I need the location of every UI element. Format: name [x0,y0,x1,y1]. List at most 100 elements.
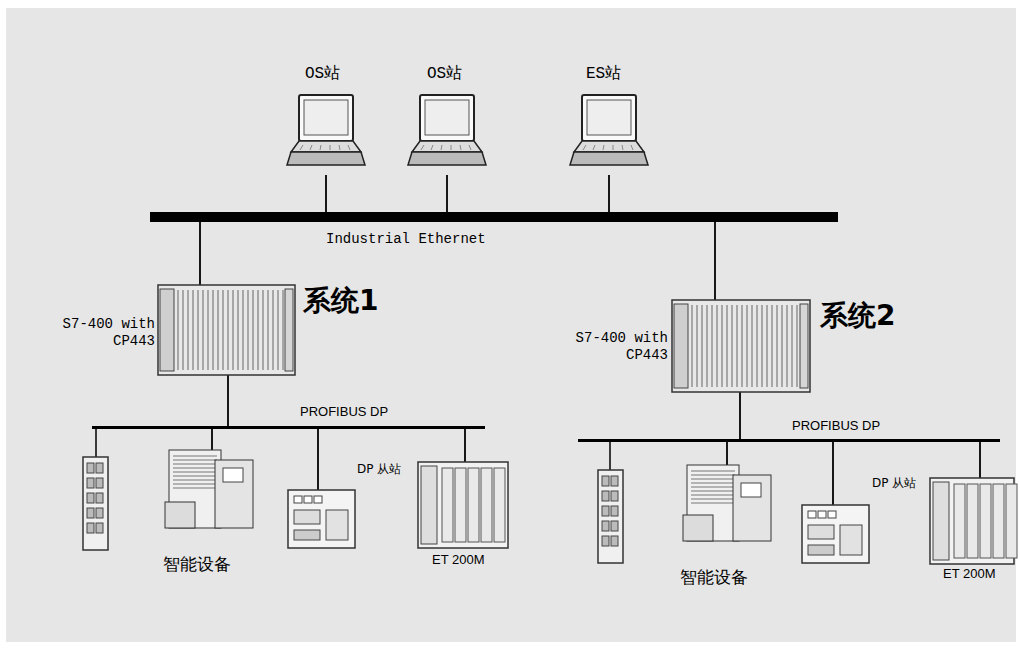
et200m-module [954,484,965,558]
drive-fins [173,480,217,481]
device-label: ET 200M [432,552,485,567]
rack-slot [203,290,204,370]
et200m-module [442,468,453,542]
network-link [714,222,716,300]
laptop-keyboard [291,141,361,152]
network-bus: PROFIBUS DP [578,439,1000,442]
rack-slot [178,290,179,370]
laptop-screen [299,95,353,141]
power-module [160,289,174,371]
device-illustration [158,285,295,375]
laptop-keys [300,145,303,150]
rack-housing [158,285,295,375]
device-label: DP 从站 [357,461,401,478]
drive-fins [173,460,217,461]
network-link [227,375,229,426]
rack-slot [787,305,788,387]
laptop-base [570,152,648,165]
laptop-display [304,100,348,135]
system-label: 系统1 [303,282,378,320]
laptop-keys [622,145,623,150]
et200m-head [421,466,437,544]
io-terminal [611,491,618,501]
device-label: DP 从站 [872,475,916,492]
et200m-module [967,484,978,558]
device-label: ET 200M [943,566,996,581]
io-terminal [611,536,618,546]
rack-end [285,289,293,371]
device-node: ET 200M [418,462,508,548]
drive-fins [173,488,217,489]
et200m-module [993,484,1004,558]
rack-slot [208,290,209,370]
rack-slot [762,305,763,387]
slave-port [840,525,862,555]
rack-slot [717,305,718,387]
slave-terminal [808,545,834,555]
bus-drop [95,429,97,457]
rack-slot [707,305,708,387]
io-terminal [602,536,609,546]
rack-slot [188,290,189,370]
rack-slot [752,305,753,387]
drive-fins [173,464,217,465]
device-label: S7-400 with CP443 [528,330,668,364]
laptop-base [408,152,486,165]
device-illustration [570,95,648,175]
drive-base [683,515,713,541]
network-link [726,442,728,465]
rack-slot [792,305,793,387]
et200m-module [1006,484,1017,558]
laptop-keys [330,145,331,150]
rack-slot [218,290,219,370]
network-link [199,222,201,285]
laptop-keys [613,145,614,150]
io-terminal [96,478,103,488]
device-node: S7-400 with CP443系统1 [158,285,295,375]
rack-slot [737,305,738,387]
network-link [211,429,213,450]
drive-side [215,460,253,528]
rack-slot [702,305,703,387]
laptop-keys [631,145,633,150]
laptop-keys [339,145,340,150]
device-node: DP 从站 [802,505,869,563]
rack-slot [183,290,184,370]
rack-slot [732,305,733,387]
laptop-keys [320,145,321,150]
laptop-base [287,152,365,165]
laptop-keyboard [574,141,644,152]
device-label: OS站 [305,63,340,84]
rack-slot [278,290,279,370]
rack-slot [243,290,244,370]
io-terminal [611,476,618,486]
io-terminal [611,521,618,531]
device-illustration [672,300,810,392]
laptop-keys [421,145,424,150]
slave-display [294,510,320,524]
io-terminal [96,508,103,518]
et200m-module [494,468,505,542]
rack-slot [727,305,728,387]
rack-slot [697,305,698,387]
device-label: ES站 [586,63,621,84]
drive-fins [691,495,735,496]
network-link [446,175,448,212]
device-illustration [418,462,508,548]
et200m-housing [930,478,1014,564]
laptop-display [587,100,631,135]
io-terminal [611,506,618,516]
et200m-module [455,468,466,542]
network-link [325,175,327,212]
slave-led [818,511,826,518]
rack-slot [193,290,194,370]
rack-slot [777,305,778,387]
et200m-module [481,468,492,542]
slave-led [808,511,816,518]
network-bus: Industrial Ethernet [150,212,838,222]
device-label: Industrial Ethernet [326,231,486,247]
device-illustration [408,95,486,175]
rack-slot [253,290,254,370]
device-node: 智能设备 [165,450,255,532]
